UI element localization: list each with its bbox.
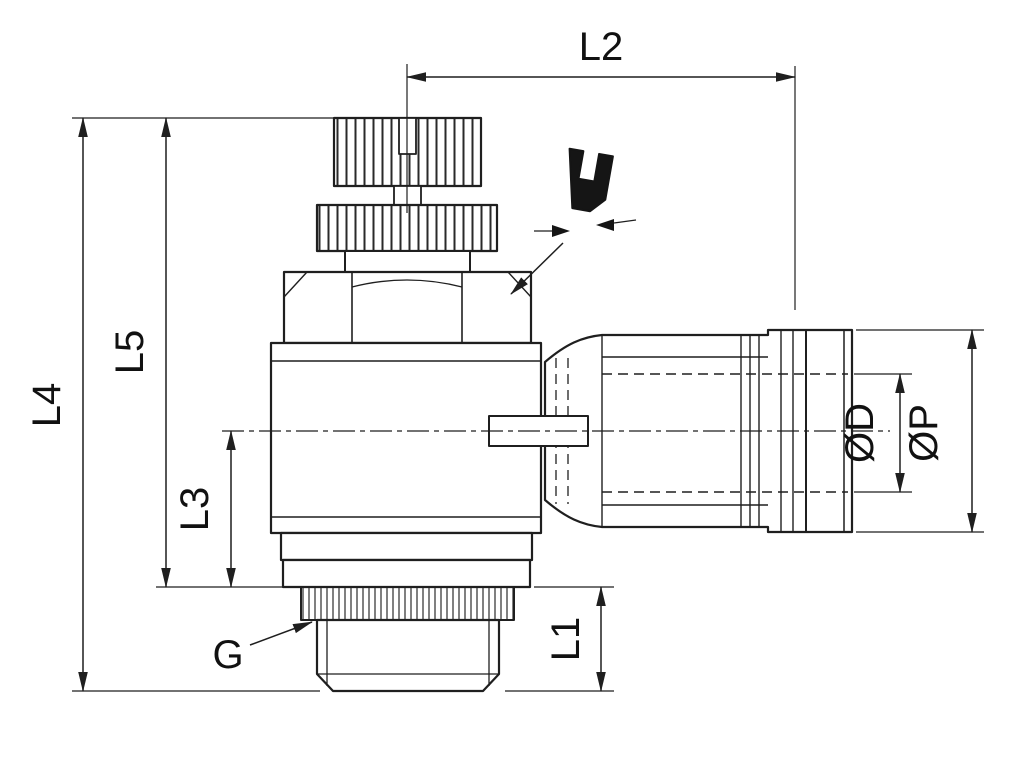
dim-label-od: ØD: [838, 403, 882, 463]
dim-label-l2: L2: [579, 25, 624, 69]
jaw-width-tail: [613, 219, 637, 224]
thread-label-g: G: [212, 633, 243, 677]
wrench-icon: [568, 147, 614, 213]
jaw-width-arrow-left-icon: [552, 225, 570, 237]
dimension-l2: [406, 66, 796, 310]
gasket-ring: [300, 586, 515, 621]
dimension-labels: L2 L4 L5 L3 L1 G ØD ØP: [25, 25, 946, 677]
hex-chamfer-arc: [351, 279, 463, 288]
flange-band: [279, 531, 534, 562]
wrench-callout: [510, 147, 637, 295]
dimensions: [72, 66, 984, 692]
dimension-op: [856, 329, 984, 533]
hex-nut: [282, 270, 533, 345]
dimension-l1: [505, 586, 614, 692]
dim-label-l4: L4: [25, 383, 69, 428]
dim-label-op: ØP: [902, 404, 946, 462]
hex-chamfer: [283, 271, 308, 298]
threaded-stud: [315, 618, 501, 693]
wrench-leader-line: [510, 242, 564, 295]
dimension-l4: [72, 117, 334, 692]
dim-label-l1: L1: [544, 617, 588, 662]
dimension-od: [854, 373, 912, 493]
jaw-width-arrow-right-icon: [596, 219, 614, 231]
stud-outline: [315, 618, 501, 693]
base-flange: [279, 531, 534, 589]
fitting-silhouette: [543, 328, 854, 534]
valve-part: [269, 116, 854, 693]
g-leader-line: [249, 621, 313, 646]
dimension-l5: [156, 117, 290, 588]
dim-label-l3: L3: [173, 487, 217, 532]
knob-collar: [344, 250, 471, 273]
centerlines: [222, 64, 890, 432]
hex-outline: [282, 270, 533, 345]
flange-band: [281, 558, 532, 589]
dim-label-l5: L5: [108, 330, 152, 375]
